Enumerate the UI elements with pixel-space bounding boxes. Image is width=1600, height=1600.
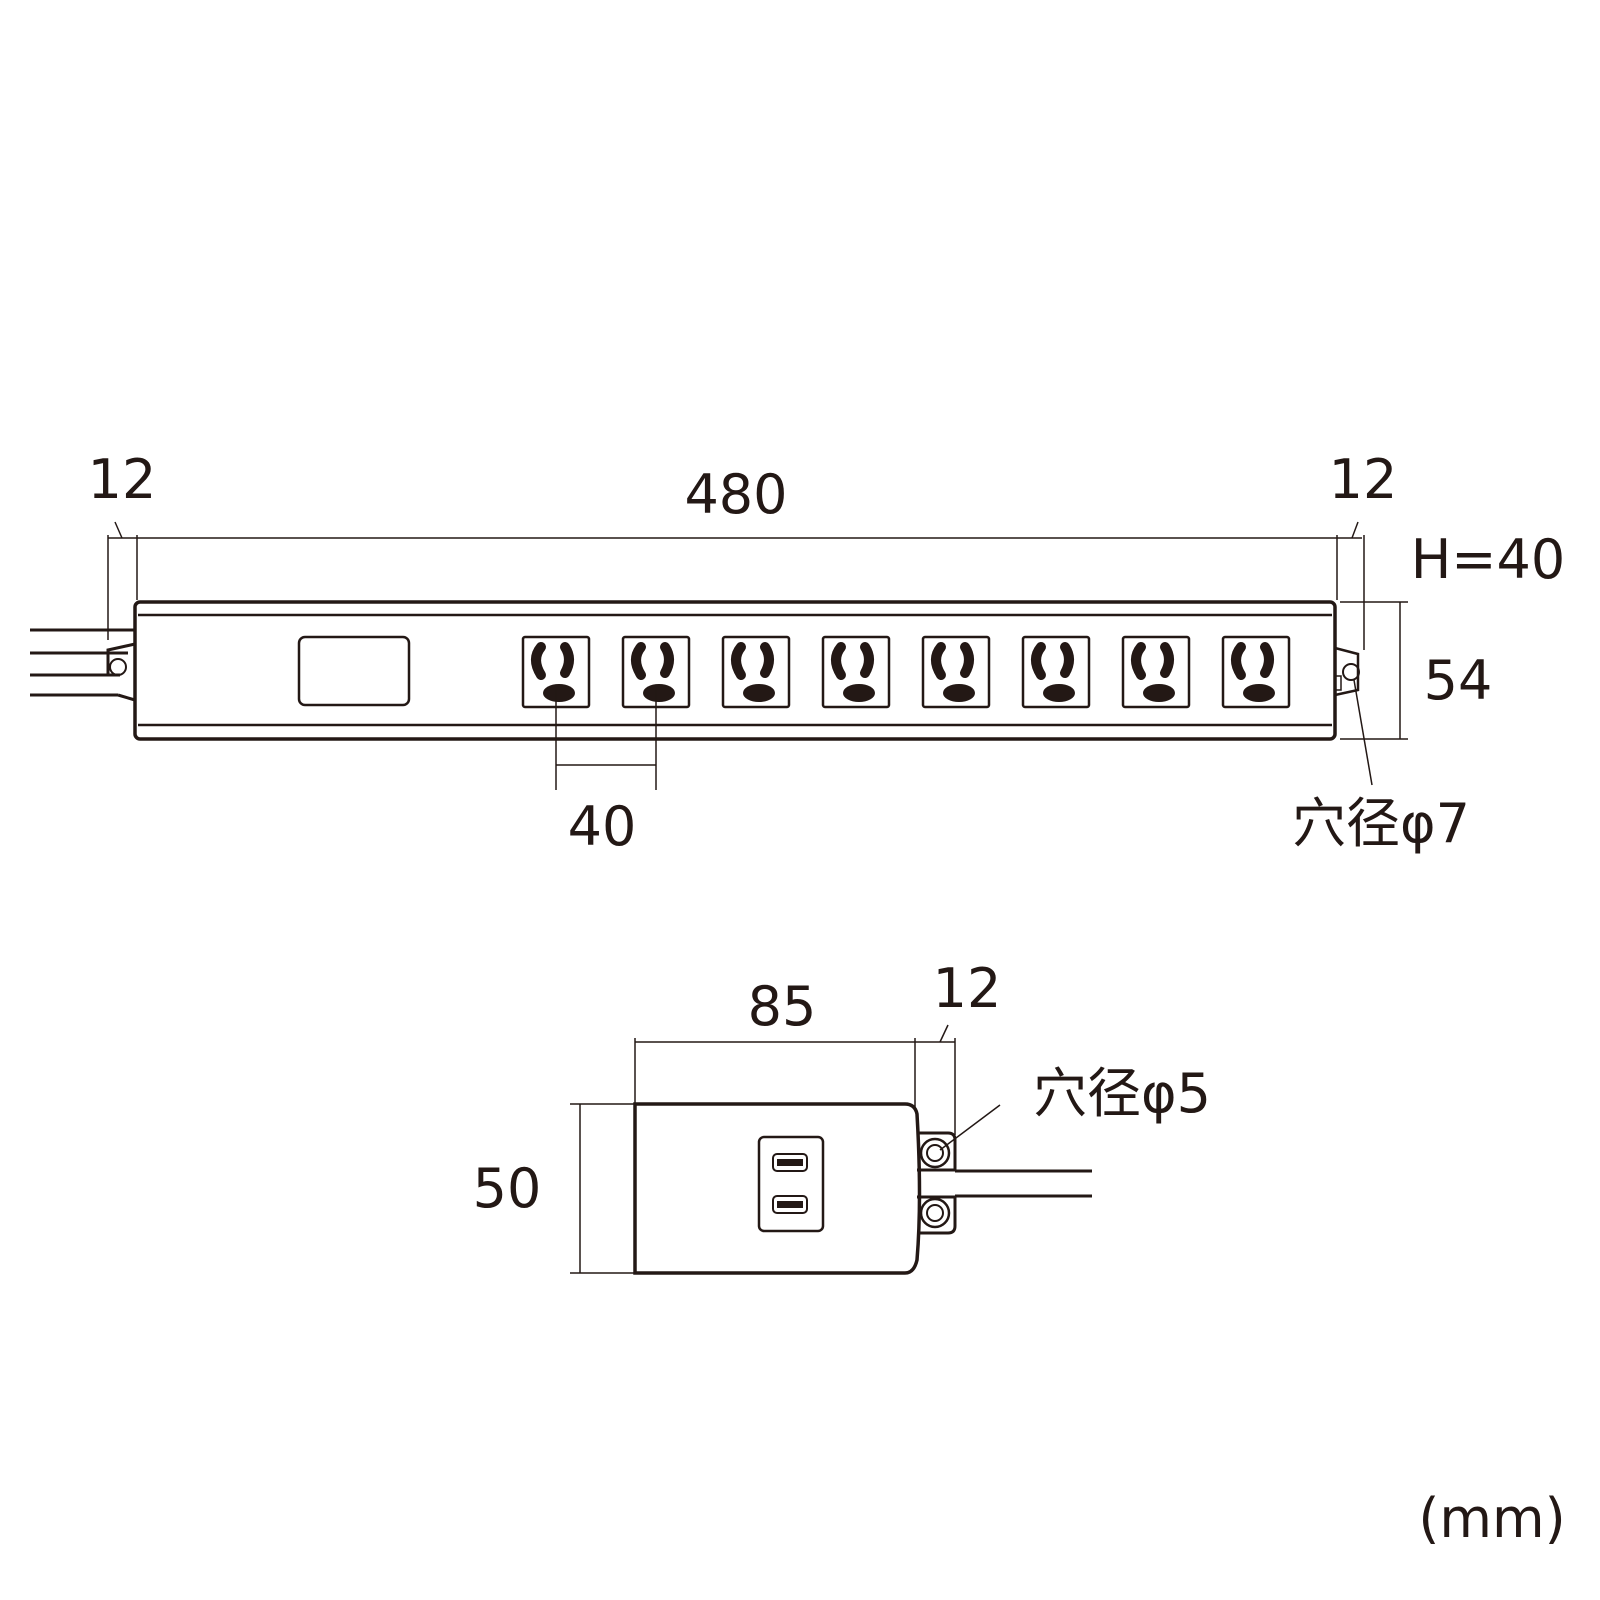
- dim-outlet-pitch: 40: [568, 795, 637, 858]
- usb-port-2: [772, 1195, 808, 1214]
- dim-left-flange: 12: [88, 448, 157, 511]
- dim-body-length: 480: [684, 463, 787, 526]
- hole-label-5: 穴径φ5: [1033, 1062, 1211, 1125]
- dimension-lines-top: [107, 521, 1408, 790]
- outlet: [921, 635, 991, 709]
- outlet: [1221, 635, 1291, 709]
- usb-panel: [757, 1135, 825, 1233]
- side-unit-view: 85 12 穴径φ5 50: [473, 957, 1211, 1275]
- dim-unit-flange: 12: [933, 957, 1002, 1020]
- mounting-hole-7: [1342, 663, 1360, 681]
- strip-body: [133, 600, 1337, 741]
- dim-height: H=40: [1411, 528, 1566, 591]
- outlet-row: [521, 635, 1291, 709]
- upper-tab: [917, 1131, 957, 1172]
- right-flange: [1334, 646, 1360, 697]
- power-cable: [30, 628, 136, 702]
- dim-width: 54: [1424, 649, 1493, 712]
- lower-tab: [917, 1195, 957, 1235]
- usb-port-1: [772, 1153, 808, 1172]
- dim-unit-length: 85: [748, 975, 817, 1038]
- power-strip-top-view: 12 480 12 H=40 54 40 穴径φ7: [30, 448, 1565, 858]
- hole-label-7: 穴径φ7: [1292, 792, 1470, 855]
- power-switch: [297, 635, 411, 707]
- unit-body: [633, 1102, 922, 1275]
- outlet: [821, 635, 891, 709]
- dim-unit-width: 50: [473, 1157, 542, 1220]
- dim-right-flange: 12: [1329, 448, 1398, 511]
- unit-label: (mm): [1418, 1487, 1565, 1550]
- dimension-lines-unit: [570, 1024, 1001, 1274]
- outlet: [1121, 635, 1191, 709]
- outlet: [1021, 635, 1091, 709]
- outlet: [721, 635, 791, 709]
- mounting-hole-5: [919, 1137, 951, 1169]
